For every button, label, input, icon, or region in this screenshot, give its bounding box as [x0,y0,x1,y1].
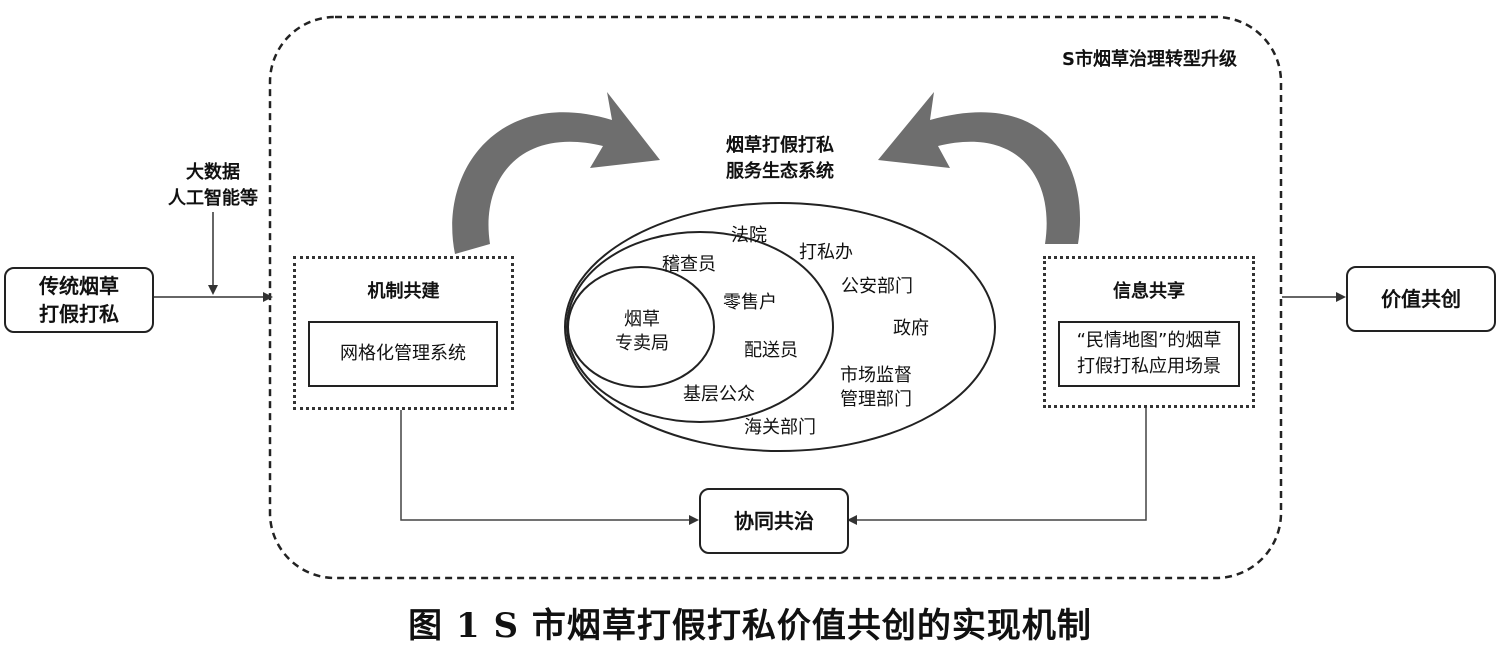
grassroots-public-label: 基层公众 [683,384,755,405]
grid-management-system: 网格化管理系统 [308,321,498,387]
public-map-line-1: “民情地图”的烟草 [1076,330,1222,351]
public-map-line-2: 打假打私应用场景 [1077,356,1221,377]
outer-ellipse [564,202,996,452]
curved-arrow-right [878,92,1081,244]
deliverer-label: 配送员 [744,340,798,361]
market-supervision-line-1: 市场监督 [840,365,912,386]
court-label: 法院 [731,225,767,246]
traditional-line-2: 打假打私 [39,302,119,326]
core-line-1: 烟草 [624,309,660,330]
curved-arrow-left [452,92,660,254]
retailer-label: 零售户 [723,292,777,313]
ecosystem-title-line-2: 服务生态系统 [726,161,834,182]
core-line-2: 专卖局 [615,333,669,354]
info-sharing-box: 信息共享 “民情地图”的烟草 打假打私应用场景 [1043,256,1255,408]
left-connector [400,406,699,525]
mechanism-box: 机制共建 网格化管理系统 [293,256,514,410]
ecosystem-title-line-1: 烟草打假打私 [726,135,834,156]
market-supervision-line-2: 管理部门 [840,389,912,410]
customs-label: 海关部门 [744,417,816,438]
grid-management-label: 网格化管理系统 [340,343,466,364]
outer-frame-title: S市烟草治理转型升级 [1062,49,1237,70]
ecosystem-title: 烟草打假打私 服务生态系统 [680,133,880,185]
core-monopoly-bureau: 烟草 专卖局 [606,308,678,356]
tech-line-1: 大数据 [186,162,240,183]
traditional-anti-counterfeit-box: 传统烟草 打假打私 [4,267,154,333]
info-sharing-title: 信息共享 [1113,281,1185,302]
right-connector [847,406,1147,525]
tech-line-2: 人工智能等 [168,188,258,209]
collaborative-governance-label: 协同共治 [734,509,814,533]
public-security-label: 公安部门 [841,276,913,297]
inner-ellipse [567,266,715,388]
government-label: 政府 [893,318,929,339]
tech-label: 大数据 人工智能等 [158,160,268,212]
market-supervision-label: 市场监督 管理部门 [831,364,921,412]
public-map-scenario: “民情地图”的烟草 打假打私应用场景 [1058,321,1240,387]
figure-caption: 图 1 S 市烟草打假打私价值共创的实现机制 [408,606,1092,646]
traditional-line-1: 传统烟草 [39,274,119,298]
value-cocreation-box: 价值共创 [1346,266,1496,332]
anti-smuggling-office-label: 打私办 [799,242,853,263]
value-cocreation-label: 价值共创 [1381,287,1461,311]
mechanism-title: 机制共建 [367,281,440,302]
collaborative-governance-box: 协同共治 [699,488,849,554]
inspector-label: 稽查员 [662,254,716,275]
